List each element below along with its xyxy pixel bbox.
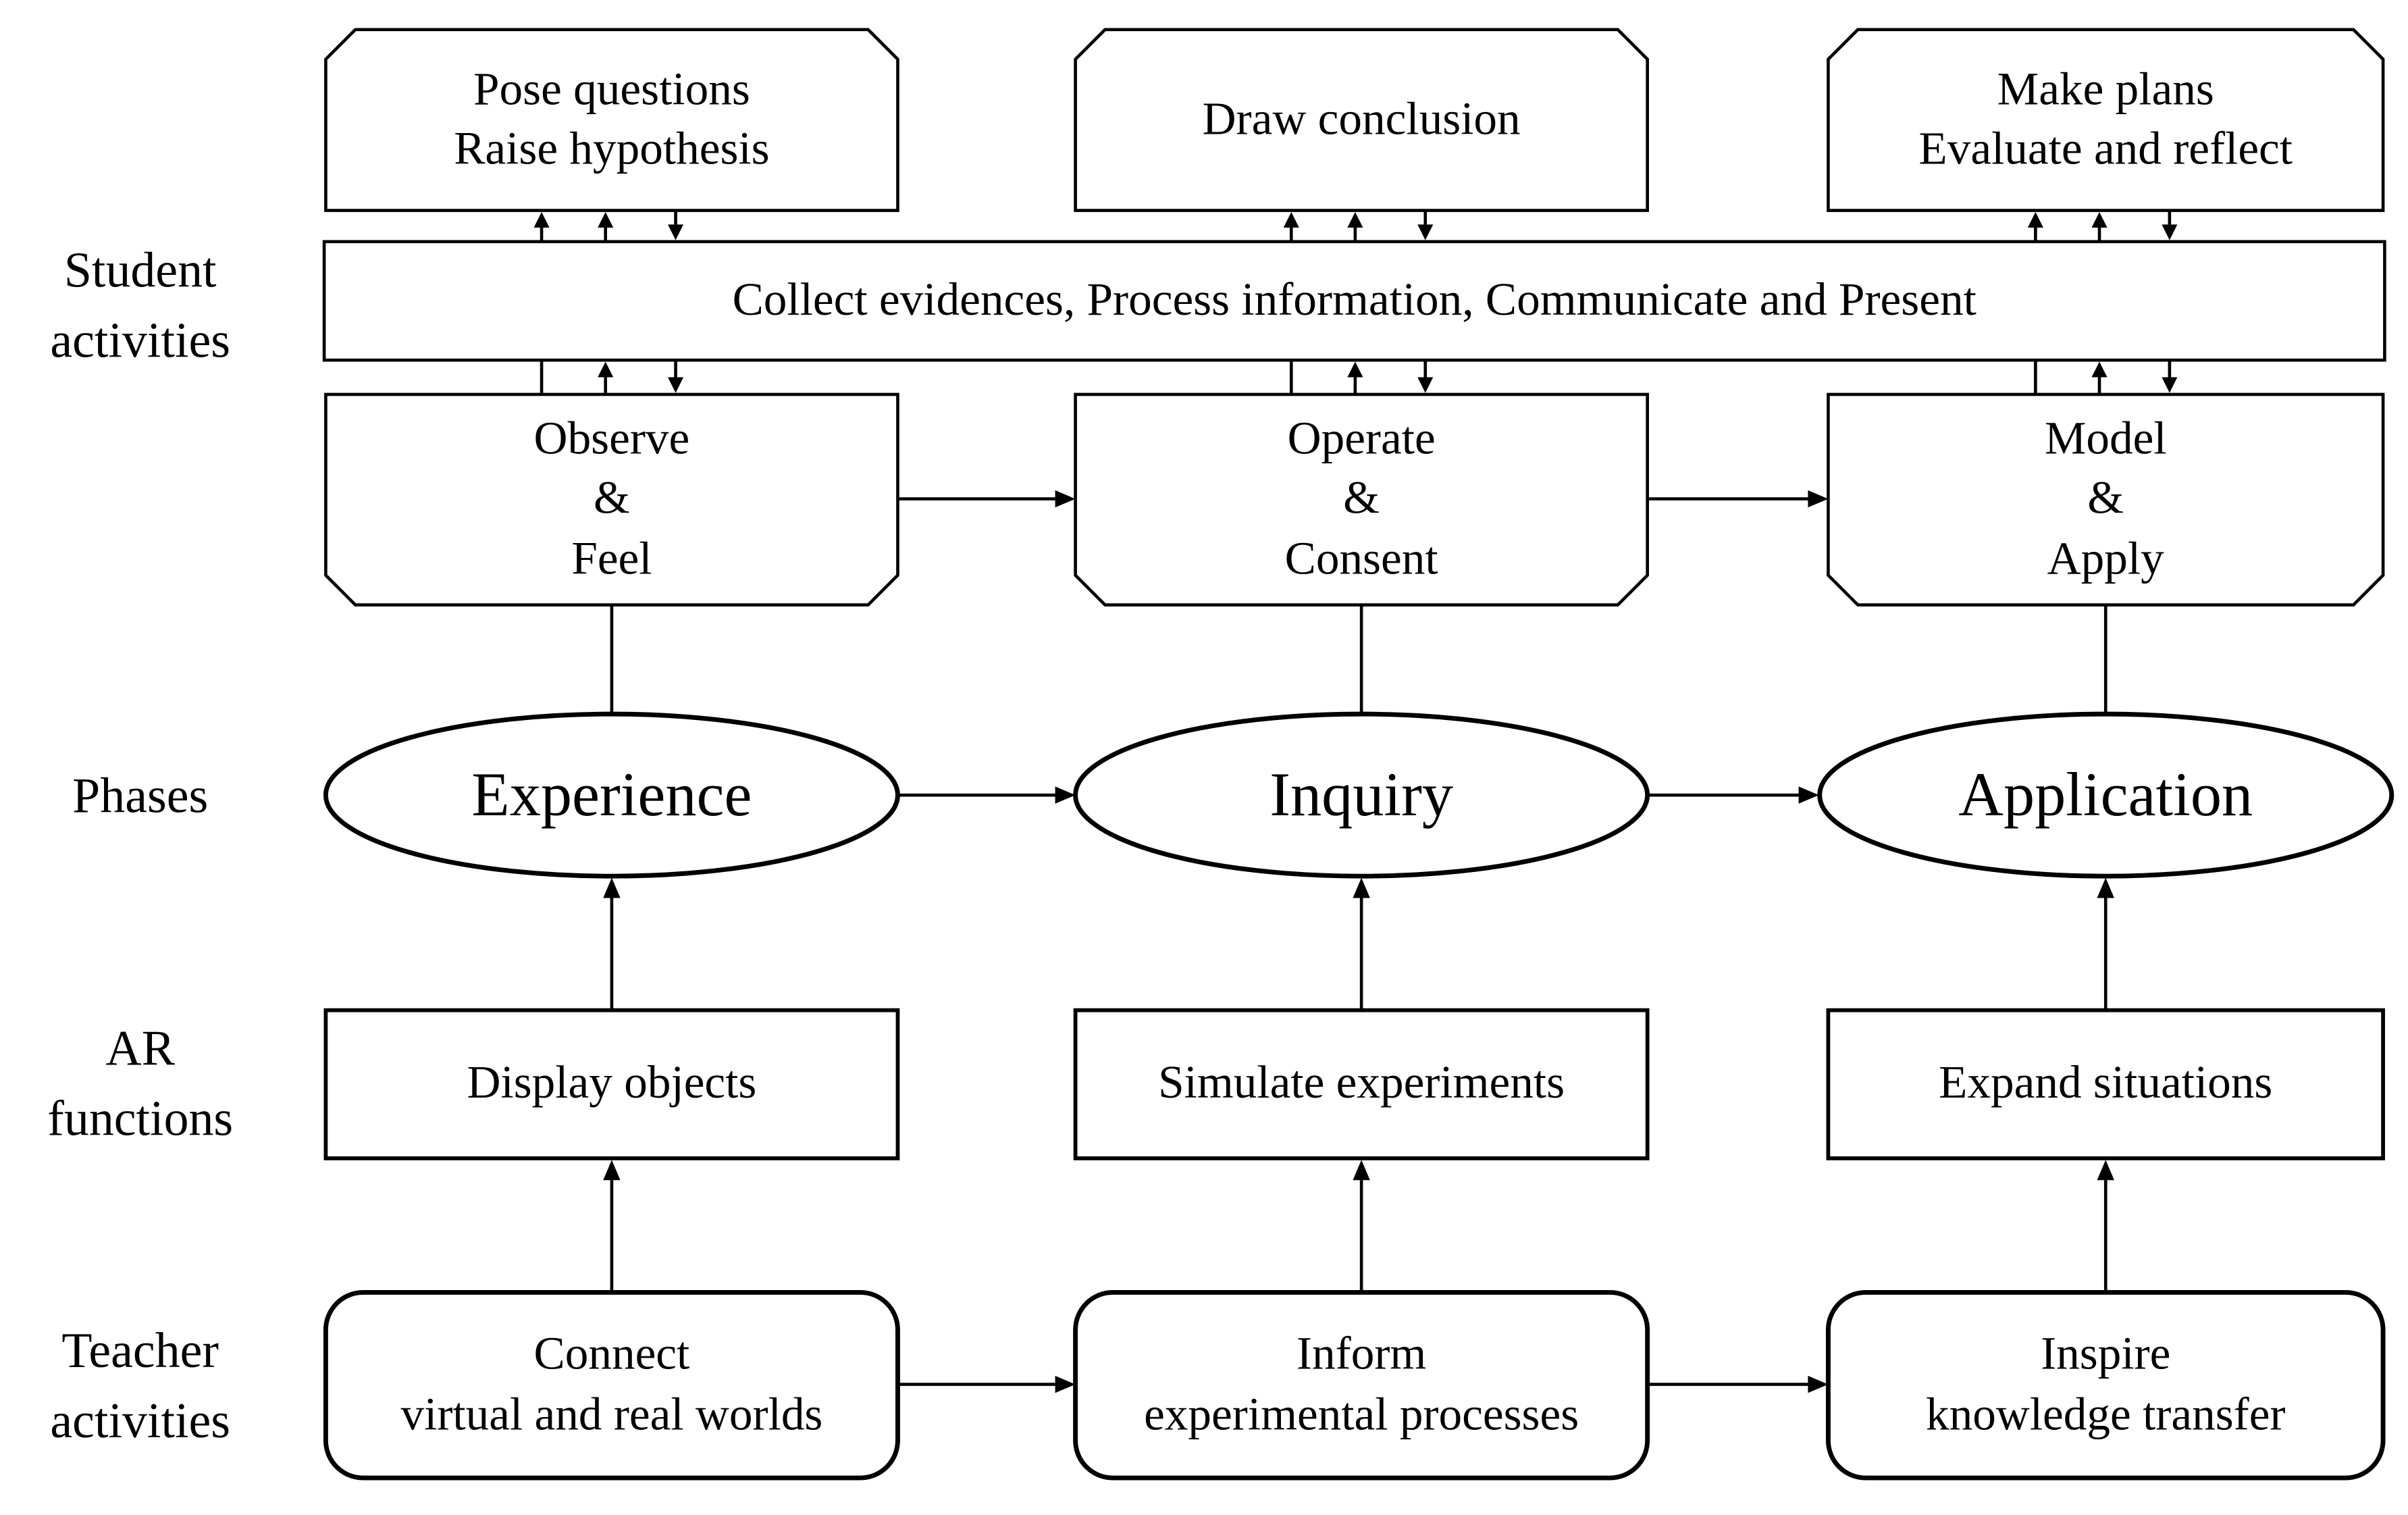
node-model-apply-shape	[1827, 392, 2385, 607]
col3-bar-to-top-up-arrow-1-head	[2027, 211, 2043, 228]
col3-teacher-to-ar-arrow-head	[2097, 1160, 2114, 1181]
col2-ar-to-phase-arrow-head	[1353, 877, 1370, 898]
col1-bar-to-top-up-arrow-1-head	[533, 211, 550, 228]
node-pose-questions-shape	[324, 28, 899, 212]
node-display-objects-shape	[323, 1008, 900, 1160]
col3-bottom-to-bar-up-arrow-head	[2091, 361, 2108, 378]
node-make-plans-shape	[1827, 28, 2385, 212]
col2-bar-to-top-up-arrow-2-head	[1347, 211, 1363, 228]
node-draw-conclusion-shape	[1074, 28, 1649, 212]
col1-top-to-bar-down-arrow-head	[668, 224, 684, 240]
col1-bottom-to-bar-up-arrow-head	[598, 361, 614, 378]
col2-top-to-bar-down-arrow-head	[1417, 224, 1434, 240]
col2-bottom-to-bar-up-arrow-head	[1347, 361, 1363, 378]
node-simulate-experiments-shape	[1073, 1008, 1650, 1160]
col1-bar-to-top-up-arrow-2-head	[598, 211, 614, 228]
node-inspire-transfer-shape	[1825, 1289, 2386, 1481]
node-operate-consent-shape	[1074, 392, 1649, 607]
col2-bar-to-top-up-arrow-1-head	[1283, 211, 1299, 228]
node-observe-feel-shape	[324, 392, 899, 607]
node-expand-situations-shape	[1826, 1008, 2385, 1160]
inquiry-to-application-arrow-head	[1798, 786, 1819, 804]
col3-ar-to-phase-arrow-head	[2097, 877, 2114, 898]
col2-bar-to-bottom-down-arrow-head	[1417, 377, 1434, 393]
connect-to-inform-arrow-head	[1055, 1375, 1076, 1393]
observe-to-operate-arrow-head	[1055, 490, 1076, 508]
col1-ar-to-phase-arrow-head	[603, 877, 621, 898]
inform-to-inspire-arrow-head	[1808, 1375, 1829, 1393]
col1-teacher-to-ar-arrow-head	[603, 1160, 621, 1181]
col2-teacher-to-ar-arrow-head	[1353, 1160, 1370, 1181]
col3-bar-to-bottom-down-arrow-head	[2162, 377, 2178, 393]
operate-to-model-arrow-head	[1808, 490, 1829, 508]
node-collect-bar-shape	[322, 240, 2386, 362]
col3-top-to-bar-down-arrow-head	[2162, 224, 2178, 240]
col1-bar-to-bottom-down-arrow-head	[668, 377, 684, 393]
col3-bar-to-top-up-arrow-2-head	[2091, 211, 2108, 228]
experience-to-inquiry-arrow-head	[1055, 786, 1076, 804]
